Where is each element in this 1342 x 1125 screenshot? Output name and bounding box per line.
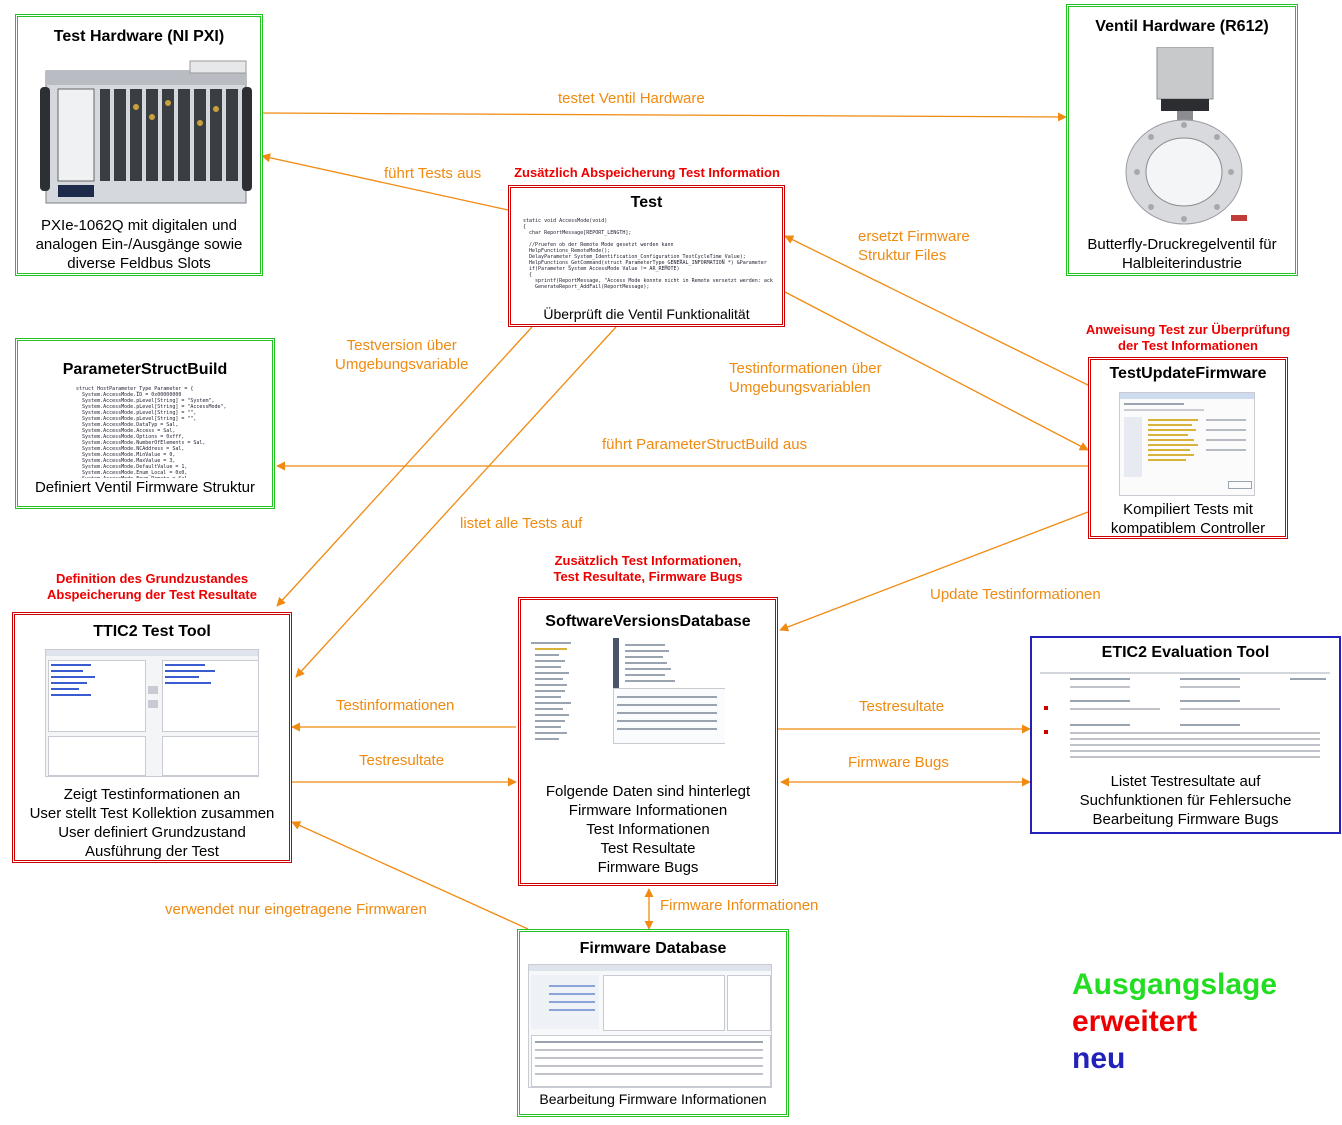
node-description: Folgende Daten sind hinterlegt Firmware … <box>545 783 751 876</box>
edge-label-lists-tests: listet alle Tests auf <box>460 515 583 532</box>
edge-label-runs-psb: führt ParameterStructBuild aus <box>602 436 808 453</box>
edge-runs-tests <box>261 153 509 211</box>
legend-extended: erweitert <box>1072 1005 1198 1038</box>
node-description: Bearbeitung Firmware Informationen <box>539 1091 767 1107</box>
edge-label-tests-valve: testet Ventil Hardware <box>558 90 705 107</box>
test-code-snippet: static void AccessMode(void) { char Repo… <box>523 218 773 290</box>
node-title: Test Hardware (NI PXI) <box>53 28 225 45</box>
node-title: ParameterStructBuild <box>62 361 228 378</box>
node-title: SoftwareVersionsDatabase <box>545 613 751 630</box>
edge-label-uses-firmware: verwendet nur eingetragene Firmwaren <box>165 901 427 918</box>
node-title: TestUpdateFirmware <box>1109 365 1267 382</box>
node-description: Kompiliert Tests mit kompatiblem Control… <box>1110 501 1266 537</box>
edge-update-testinfo <box>779 511 1089 632</box>
node-software-versions-database[interactable]: SoftwareVersionsDatabase Folgende Dat <box>518 597 778 886</box>
pxi-chassis-image <box>40 60 252 204</box>
edge-label-testversion-env: Testversion über Umgebungsvariable <box>335 337 469 373</box>
node-title: ETIC2 Evaluation Tool <box>1101 644 1270 661</box>
file-dialog-screenshot <box>1119 392 1255 496</box>
node-title: TTIC2 Test Tool <box>93 623 211 640</box>
legend-baseline: Ausgangslage <box>1072 968 1278 1001</box>
annotation-test: Zusätzlich Abspeicherung Test Informatio… <box>514 165 780 180</box>
node-description: PXIe-1062Q mit digitalen und analogen Ei… <box>35 217 243 272</box>
node-description: Zeigt Testinformationen an User stellt T… <box>29 786 275 860</box>
node-parameter-struct-build[interactable]: ParameterStructBuild struct HostParamete… <box>15 338 275 509</box>
edge-testinfo-env <box>784 291 1089 451</box>
firmware-database-screenshot <box>528 964 772 1088</box>
edge-label-firmware-bugs: Firmware Bugs <box>848 754 949 771</box>
node-test-hardware[interactable]: Test Hardware (NI PXI) PXIe-1062Q mit di… <box>15 14 263 276</box>
edge-label-update-testinfo: Update Testinformationen <box>930 586 1101 603</box>
ttic2-screenshot <box>45 649 259 777</box>
annotation-software-versions-database: Zusätzlich Test Informationen, Test Resu… <box>553 553 743 584</box>
annotation-test-update-firmware: Anweisung Test zur Überprüfung der Test … <box>1085 322 1291 353</box>
struct-code-snippet: struct HostParameter_Type Parameter = { … <box>76 386 227 478</box>
edge-label-testinfo-env: Testinformationen über Umgebungsvariable… <box>729 360 882 396</box>
database-screenshot <box>529 638 725 748</box>
node-title: Test <box>630 194 663 211</box>
edge-label-testresults-right: Testresultate <box>859 698 945 715</box>
evaluation-screenshot <box>1040 668 1332 764</box>
node-description: Überprüft die Ventil Funktionalität <box>543 306 750 322</box>
node-test-update-firmware[interactable]: TestUpdateFirmware Kompiliert Tests mit … <box>1088 357 1288 539</box>
butterfly-valve-image <box>1125 47 1247 225</box>
node-description: Listet Testresultate auf Suchfunktionen … <box>1079 773 1292 828</box>
edge-label-replaces-struct: ersetzt Firmware Struktur Files <box>858 228 970 264</box>
node-firmware-database[interactable]: Firmware Database Bearbeitung Firmware I… <box>517 929 789 1117</box>
legend: Ausgangslage erweitert neu <box>1072 966 1277 1077</box>
legend-new: neu <box>1072 1042 1126 1075</box>
edge-label-runs-tests: führt Tests aus <box>384 165 482 182</box>
node-title: Ventil Hardware (R612) <box>1095 18 1269 35</box>
node-description: Butterfly-Druckregelventil für Halbleite… <box>1087 236 1277 272</box>
node-etic2-evaluation-tool[interactable]: ETIC2 Evaluation Tool Listet Testresulta… <box>1030 636 1341 834</box>
edge-uses-firmware <box>291 821 529 930</box>
node-test[interactable]: Test static void AccessMode(void) { char… <box>508 185 785 327</box>
edge-label-testinfo: Testinformationen <box>336 697 455 714</box>
edge-label-firmware-info: Firmware Informationen <box>660 897 819 914</box>
node-description: Definiert Ventil Firmware Struktur <box>34 479 256 496</box>
node-ttic2-test-tool[interactable]: TTIC2 Test Tool Zeigt Testinformationen … <box>12 612 292 863</box>
edge-lists-tests <box>295 326 617 678</box>
annotation-ttic2: Definition des Grundzustandes Abspeicher… <box>47 571 257 602</box>
node-ventil-hardware[interactable]: Ventil Hardware (R612) Butterfly-Druckre… <box>1066 4 1298 276</box>
edge-replaces-struct <box>784 235 1099 391</box>
edge-label-testresults-left: Testresultate <box>359 752 445 769</box>
node-title: Firmware Database <box>579 940 727 957</box>
edge-tests-valve <box>261 112 1067 122</box>
